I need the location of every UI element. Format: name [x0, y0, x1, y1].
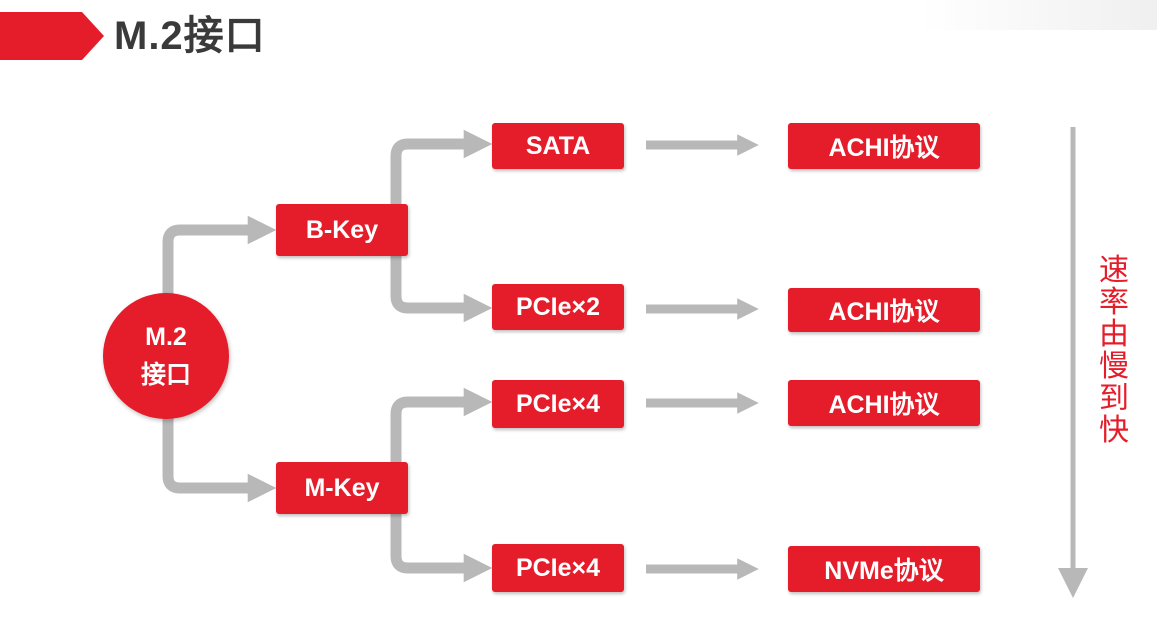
protocol-achi-3: ACHI协议 — [788, 380, 980, 426]
connector-root-bkey — [162, 215, 277, 298]
m-key-node: M-Key — [276, 462, 408, 514]
speed-arrowhead — [1058, 568, 1088, 598]
m2-root-circle: M.2 接口 — [103, 293, 229, 419]
connector-root-mkey — [162, 414, 277, 503]
root-label-line2: 接口 — [140, 361, 191, 389]
interface-pcie-x4-a: PCIe×4 — [492, 380, 624, 428]
connector-bkey-sata — [390, 129, 493, 204]
b-key-node: B-Key — [276, 204, 408, 256]
speed-label: 速率由慢到快 — [1099, 253, 1129, 448]
root-label-line1: M.2 — [145, 323, 187, 351]
interface-sata: SATA — [492, 123, 624, 169]
protocol-achi-1: ACHI协议 — [788, 123, 980, 169]
title-banner-arrow — [0, 12, 104, 60]
page-title: M.2接口 — [114, 14, 266, 58]
connector-bkey-pcie2 — [390, 256, 493, 323]
protocol-achi-2: ACHI协议 — [788, 288, 980, 332]
interface-pcie-x4-b: PCIe×4 — [492, 544, 624, 592]
connector-mkey-pcie4b — [390, 514, 493, 583]
top-right-fade — [920, 0, 1157, 30]
protocol-nvme: NVMe协议 — [788, 546, 980, 592]
interface-pcie-x2: PCIe×2 — [492, 284, 624, 330]
connector-mkey-pcie4a — [390, 387, 493, 462]
